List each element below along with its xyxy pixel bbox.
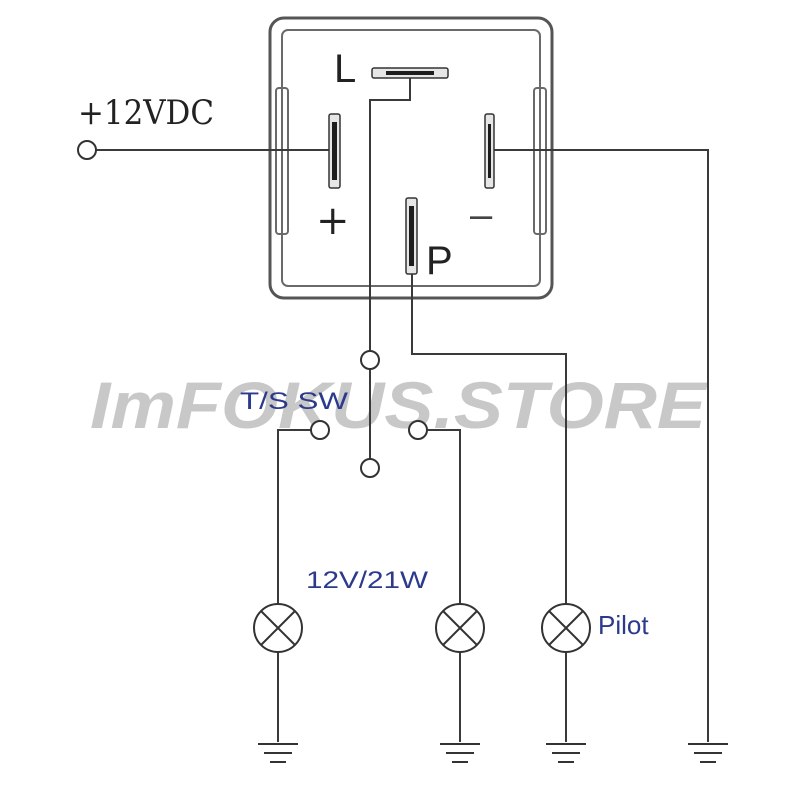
wires [96,74,709,742]
wire-switch-left [277,429,312,604]
relay-left-ridge [275,87,289,235]
turn-signal-switch [310,350,428,478]
terminal-l-slot [386,71,434,75]
lamp-right-cross-b [442,610,478,646]
lamp-pilot-cross-b [548,610,584,646]
ground-right [440,743,480,763]
lamp-right [435,603,485,653]
watermark-text: ImFOKUS.STORE [90,368,708,442]
wire-switch-right [426,429,461,604]
switch-label: T/S SW [240,388,348,415]
flasher-relay [268,16,554,300]
relay-terminals [328,67,495,275]
wire-l-to-switch [369,74,411,352]
lamp-left-cross-b [260,610,296,646]
pilot-label: Pilot [598,610,649,640]
lamp-rating-label: 12V/21W [306,567,428,594]
supply-label: +12VDC [78,93,214,133]
wire-minus-to-ground [490,149,709,742]
relay-right-ridge [533,87,547,235]
ground-relay [688,743,728,763]
terminal-p-slot [409,206,414,266]
terminal-l-label: L [334,47,356,91]
terminal-minus-label: – [470,193,493,237]
lamp-pilot [541,603,591,653]
wire-p-to-pilot [411,270,567,604]
switch-contact-right [408,420,428,440]
terminal-minus-slot [488,124,491,178]
terminal-plus-label: + [316,198,350,244]
switch-contact-left [310,420,330,440]
switch-contact-bottom [360,458,380,478]
lamp-left [253,603,303,653]
supply-terminal-node [77,140,97,160]
terminal-p-label: P [426,239,453,283]
ground-left [258,743,298,763]
ground-pilot [546,743,586,763]
terminal-plus-slot [332,122,337,180]
switch-contact-top [360,350,380,370]
